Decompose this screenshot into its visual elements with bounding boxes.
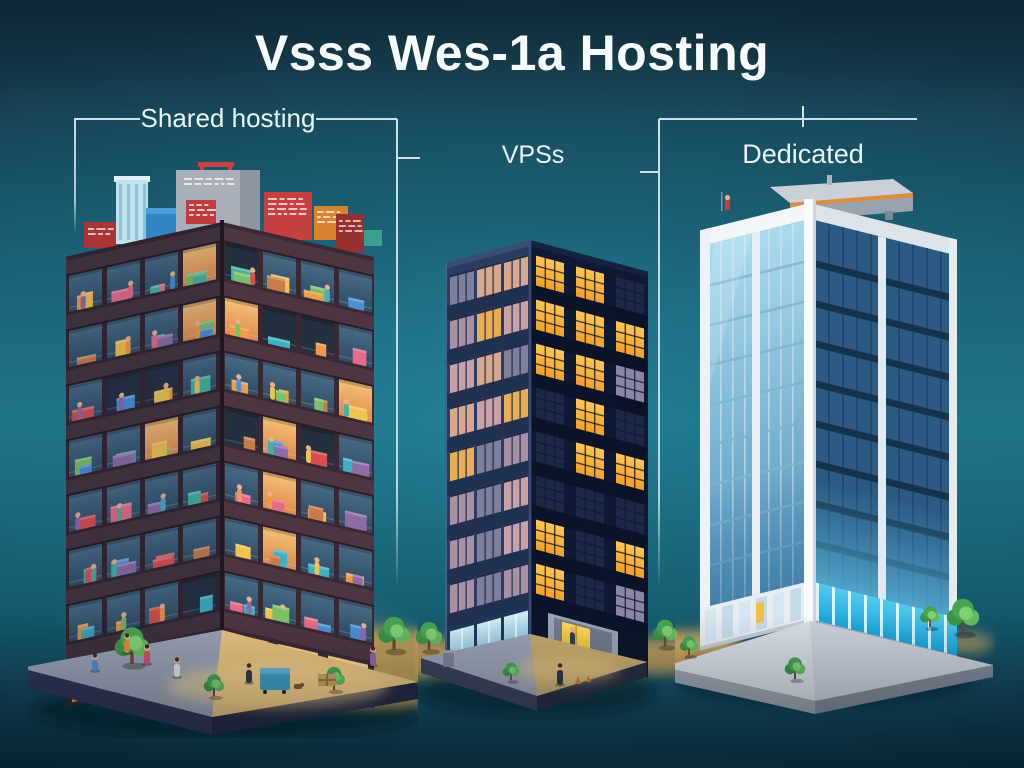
shared-hosting-building-illustration xyxy=(28,162,418,738)
label-dedicated: Dedicated xyxy=(742,139,864,169)
vps-building-illustration xyxy=(415,240,685,716)
label-shared-hosting: Shared hosting xyxy=(140,103,316,133)
page-title: Vsss Wes-1a Hosting xyxy=(254,25,770,81)
dedicated-building-illustration xyxy=(675,175,993,714)
label-vps: VPSs xyxy=(501,141,565,169)
